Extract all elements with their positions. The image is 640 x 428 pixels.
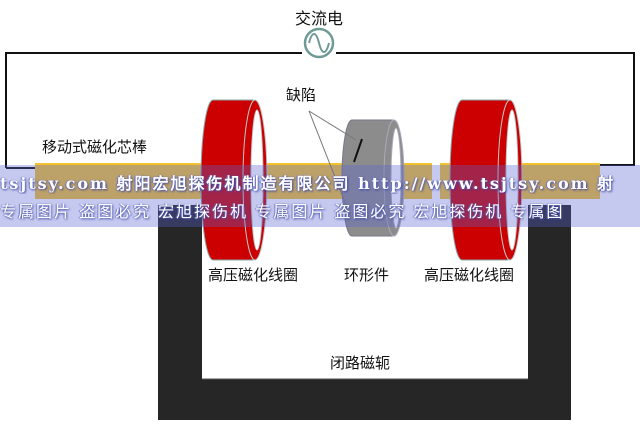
label-coil-right: 高压磁化线圈 bbox=[424, 266, 515, 284]
coil-right bbox=[449, 99, 523, 261]
defect-leader-lines bbox=[308, 110, 357, 211]
watermark-band bbox=[0, 165, 640, 227]
watermark-line-1: tsjtsy.com 射阳宏旭探伤机制造有限公司 http://www.tsjt… bbox=[0, 174, 616, 193]
circuit-wire-right bbox=[336, 52, 635, 166]
circuit-wire bbox=[5, 52, 302, 168]
label-ring-part: 环形件 bbox=[344, 266, 390, 284]
label-closed-yoke: 闭路磁轭 bbox=[330, 354, 391, 372]
label-movable-core-rod: 移动式磁化芯棒 bbox=[42, 138, 148, 156]
ac-source-icon bbox=[303, 27, 335, 59]
watermark-line-2: 专属图片 盗图必究 宏旭探伤机 专属图片 盗图必究 宏旭探伤机 专属图 bbox=[0, 202, 565, 221]
ring-part bbox=[341, 119, 405, 237]
label-coil-left: 高压磁化线圈 bbox=[208, 266, 299, 284]
label-defect: 缺陷 bbox=[286, 86, 317, 104]
coil-left bbox=[200, 99, 268, 261]
label-ac-source: 交流电 bbox=[295, 9, 344, 28]
defect-mark bbox=[353, 138, 363, 163]
